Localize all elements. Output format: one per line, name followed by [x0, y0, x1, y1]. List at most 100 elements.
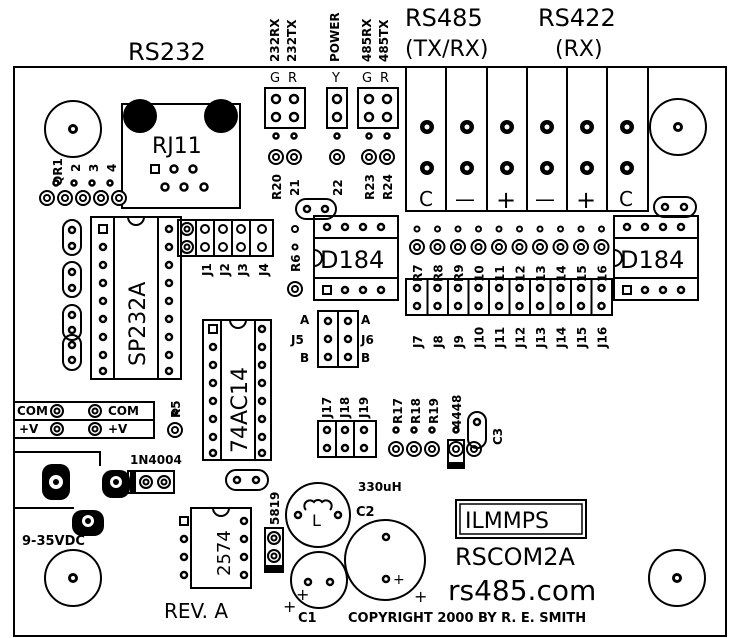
- j19-label: J19: [357, 397, 371, 419]
- term-minus-1: —: [455, 187, 475, 211]
- r21-label: 21: [288, 179, 302, 196]
- d1n4004-label: 1N4004: [130, 453, 182, 467]
- jumper-label: J15: [575, 327, 589, 349]
- rs485-title: RS485: [405, 4, 483, 32]
- ac14-label: 74AC14: [228, 367, 253, 453]
- jumper-label: J10: [473, 327, 487, 349]
- r22-label: 22: [331, 179, 345, 196]
- resistor-label: R8: [432, 264, 446, 282]
- j5-label: J5: [290, 333, 304, 347]
- sp232a-label: SP232A: [126, 282, 151, 366]
- resistor-label: 12: [514, 265, 528, 282]
- com-label-left: COM: [17, 404, 48, 418]
- j1-label: J1: [200, 263, 214, 277]
- led-g-label-2: G: [362, 71, 372, 86]
- jumper-label: J9: [452, 335, 466, 349]
- led-y-label: Y: [331, 71, 340, 86]
- q2-label: 2: [69, 164, 83, 172]
- copyright-label: COPYRIGHT 2000 BY R. E. SMITH: [348, 611, 586, 626]
- c2-plus-2: +: [414, 587, 427, 606]
- jumper-label: J7: [411, 335, 425, 349]
- jumper-label: J8: [432, 335, 446, 349]
- j6-label: J6: [360, 333, 374, 347]
- rj11-mount-hole-right: [204, 99, 238, 133]
- resistor-label: 11: [493, 265, 507, 282]
- com-label-right: COM: [108, 404, 139, 418]
- term-c-2: C: [619, 187, 633, 211]
- resistor-label: 16: [596, 265, 610, 282]
- led-232tx-label: 232TX: [285, 19, 299, 62]
- c1-plus: +: [283, 597, 296, 616]
- r24-label: R24: [381, 174, 395, 200]
- rj11-outline: [121, 103, 241, 209]
- ilmmps-logo: ILMMPS: [465, 509, 549, 534]
- rev-label: REV. A: [164, 599, 228, 623]
- c1-label: C1: [298, 611, 317, 626]
- jumper-label: J13: [534, 327, 548, 349]
- board-outline: [13, 66, 727, 637]
- jumper-label: J14: [555, 327, 569, 349]
- resistor-label: 10: [473, 265, 487, 282]
- c1-plus-2: +: [296, 585, 309, 604]
- resistor-label: R7: [411, 264, 425, 282]
- r19-label: R19: [427, 398, 441, 424]
- term-minus-2: —: [535, 187, 555, 211]
- plusv-label-left: +V: [19, 422, 39, 436]
- led-r-label: R: [288, 71, 297, 86]
- c2-label: C2: [356, 505, 375, 520]
- d5819-label: 5819: [268, 492, 282, 525]
- led-485rx-label: 485RX: [360, 18, 374, 62]
- jumper-b-left: B: [300, 351, 309, 365]
- txrx-title: (TX/RX): [405, 37, 488, 62]
- r18-label: R18: [409, 398, 423, 424]
- jumper-label: J16: [596, 327, 610, 349]
- r20-label: R20: [270, 174, 284, 200]
- ic2574-label: 2574: [214, 530, 235, 576]
- d4448-label: 4448: [450, 395, 464, 428]
- term-plus-1: +: [496, 186, 516, 214]
- r5-label: R5: [169, 400, 183, 418]
- jumper-a-left: A: [300, 313, 310, 327]
- rs232-title: RS232: [128, 38, 206, 66]
- d184-left-label: D184: [320, 246, 384, 274]
- r17-label: R17: [391, 398, 405, 424]
- led-power-label: POWER: [328, 12, 342, 62]
- resistor-label: R9: [452, 264, 466, 282]
- led-485tx-label: 485TX: [377, 19, 391, 62]
- q4-label: 4: [105, 164, 119, 172]
- resistor-label: 15: [575, 265, 589, 282]
- r23-label: R23: [363, 174, 377, 200]
- jumper-b-right: B: [361, 351, 370, 365]
- rs422-title: RS422: [538, 4, 616, 32]
- term-c-1: C: [419, 187, 433, 211]
- r6-label: R6: [289, 254, 303, 272]
- led-232rx-label: 232RX: [268, 18, 282, 62]
- led-r-label-2: R: [380, 71, 389, 86]
- rj11-mount-hole-left: [123, 99, 157, 133]
- resistor-label: 13: [534, 265, 548, 282]
- jumper-label: J12: [514, 327, 528, 349]
- j18-label: J18: [338, 397, 352, 419]
- inductor-label: 330uH: [358, 480, 402, 494]
- inductor-symbol: L: [312, 511, 321, 530]
- resistor-label: 14: [555, 265, 569, 282]
- j4-label: J4: [257, 263, 271, 277]
- led-g-label: G: [270, 71, 280, 86]
- rj11-label: RJ11: [152, 134, 202, 159]
- c2-plus: +: [393, 572, 405, 588]
- qr1-label: QR1: [51, 158, 65, 186]
- jumper-label: J11: [493, 327, 507, 349]
- q3-label: 3: [87, 164, 101, 172]
- j2-label: J2: [218, 263, 232, 277]
- rscom2a-label: RSCOM2A: [455, 543, 576, 571]
- jumper-a-right: A: [361, 313, 371, 327]
- rx-title: (RX): [555, 37, 603, 62]
- j17-label: J17: [320, 397, 334, 419]
- plusv-label-right: +V: [108, 422, 128, 436]
- term-plus-2: +: [576, 186, 596, 214]
- d184-right-label: D184: [620, 246, 684, 274]
- vin-label: 9-35VDC: [22, 534, 85, 549]
- c3-label: C3: [491, 428, 505, 445]
- j3-label: J3: [236, 263, 250, 277]
